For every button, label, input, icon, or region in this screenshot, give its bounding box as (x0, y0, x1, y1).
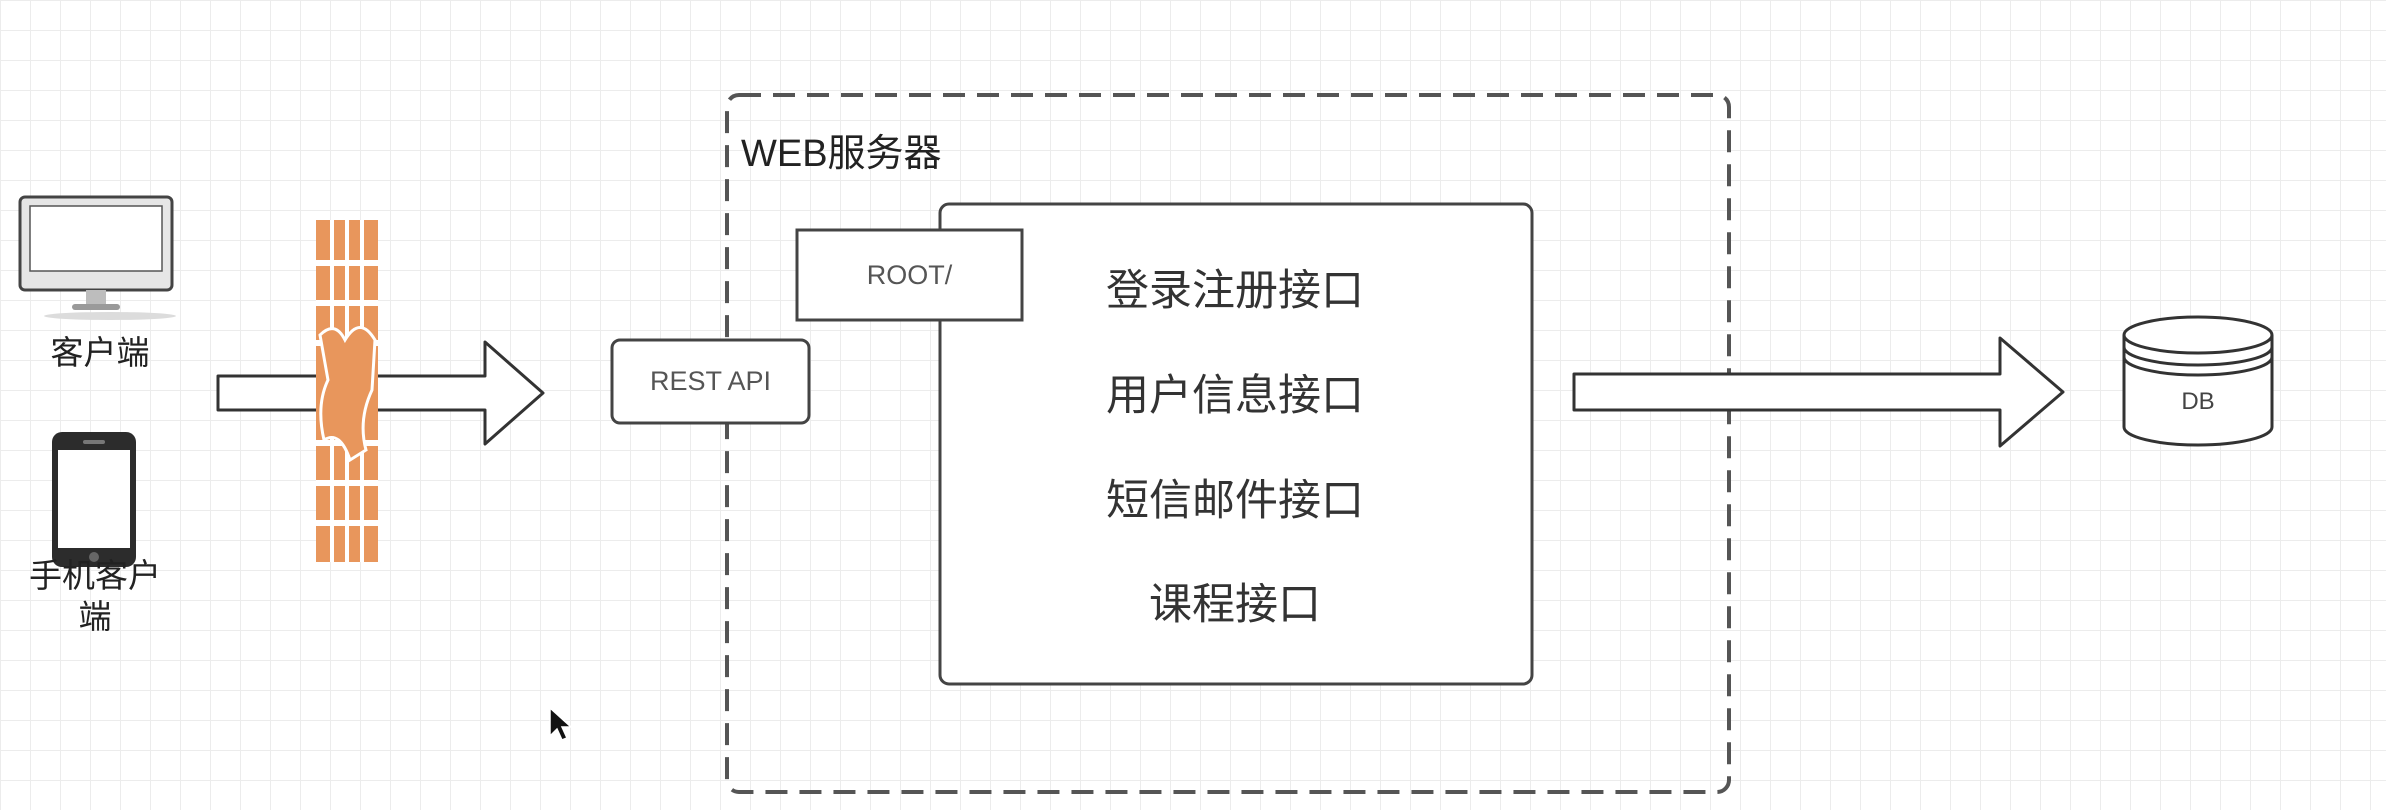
web-server-label: WEB服务器 (741, 133, 942, 175)
desktop-monitor-icon (18, 195, 176, 320)
desktop-client-label: 客户端 (50, 334, 150, 371)
api-list-box (938, 202, 1534, 686)
root-label: ROOT/ (866, 259, 953, 290)
root-box (795, 228, 1024, 322)
client-arrow (216, 340, 545, 446)
api-item-user-info: 用户信息接口 (1106, 372, 1364, 420)
mobile-phone-icon (52, 432, 136, 567)
web-server-container (725, 93, 1731, 794)
database-icon (2122, 315, 2274, 447)
api-item-sms-email: 短信邮件接口 (1106, 477, 1364, 525)
database-label: DB (2181, 388, 2215, 415)
rest-api-box (610, 338, 811, 425)
api-item-login-register: 登录注册接口 (1106, 267, 1364, 315)
api-item-course: 课程接口 (1149, 581, 1321, 629)
mouse-cursor-icon (549, 706, 573, 741)
firewall-icon (316, 220, 378, 562)
mobile-client-label: 手机客户 端 (29, 557, 161, 636)
rest-api-label: REST API (649, 366, 772, 396)
db-arrow (1572, 336, 2065, 448)
